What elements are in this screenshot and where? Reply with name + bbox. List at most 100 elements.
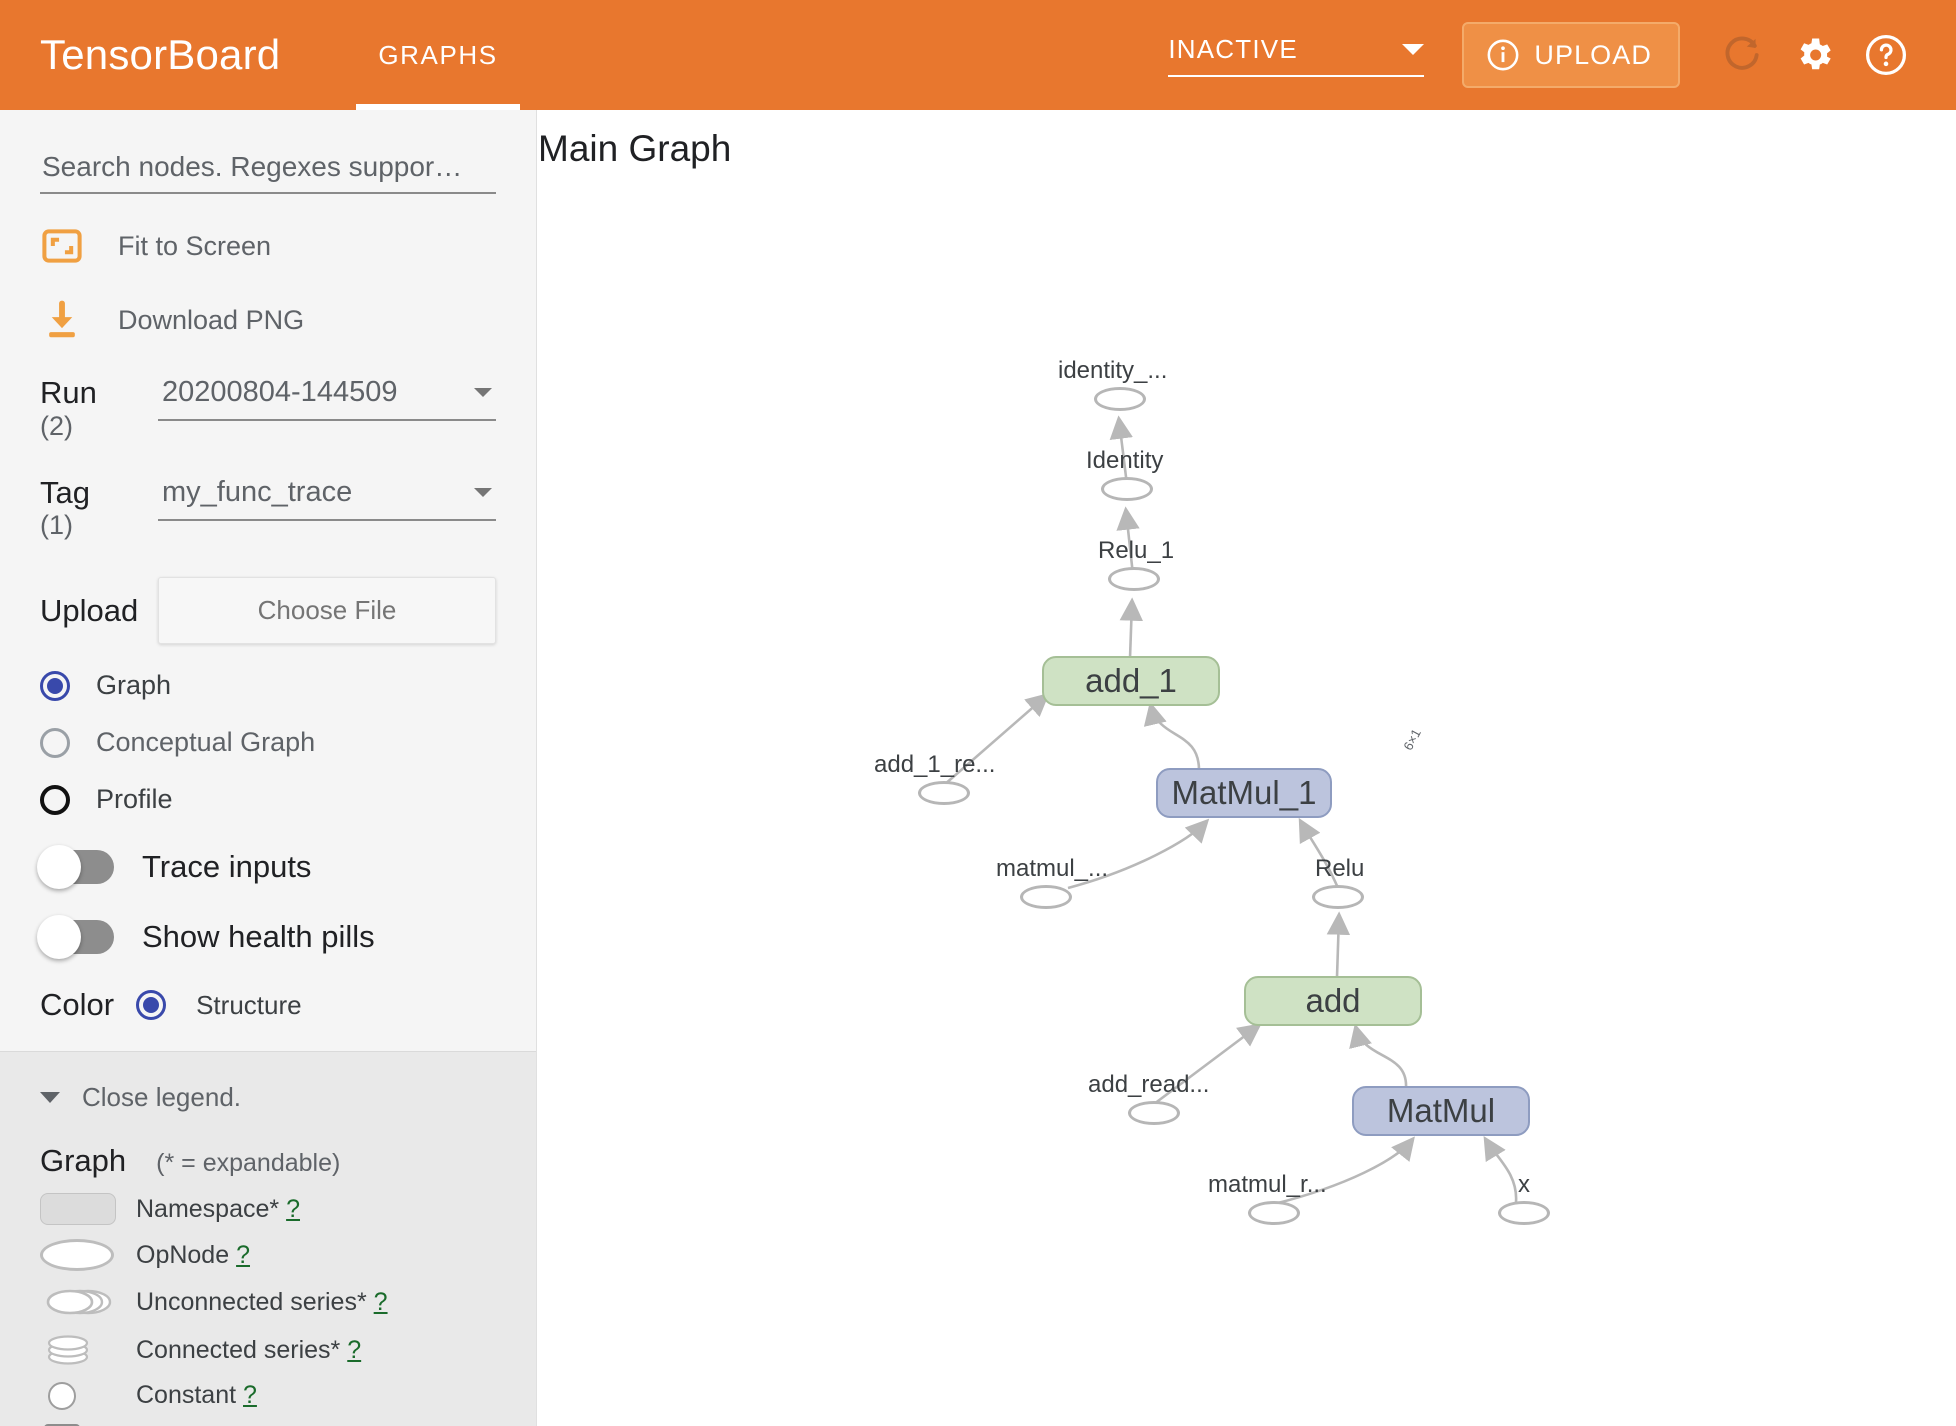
sidebar: Fit to Screen Download PNG Run (2) 20200… bbox=[0, 110, 537, 1426]
refresh-button[interactable] bbox=[1706, 19, 1778, 91]
op-label-matmul-readvariableop-1: matmul_... bbox=[996, 855, 1109, 882]
gear-icon bbox=[1792, 33, 1836, 77]
tag-selector: Tag (1) my_func_trace bbox=[40, 474, 496, 542]
legend-header: Graph (* = expandable) bbox=[40, 1143, 496, 1179]
tag-dropdown[interactable]: my_func_trace bbox=[158, 476, 496, 521]
run-selector: Run (2) 20200804-144509 bbox=[40, 375, 496, 442]
op-node-matmul-readvariableop[interactable] bbox=[1248, 1201, 1300, 1225]
help-icon bbox=[1863, 32, 1909, 78]
sidebar-controls: Fit to Screen Download PNG Run (2) 20200… bbox=[0, 150, 536, 1023]
op-label-add-1-readvariableop: add_1_re... bbox=[874, 751, 996, 778]
graph-node-matmul-1[interactable]: MatMul_1 bbox=[1156, 768, 1332, 818]
help-link[interactable]: ? bbox=[236, 1240, 250, 1269]
download-png-label: Download PNG bbox=[118, 304, 305, 335]
summary-symbol-icon bbox=[40, 1424, 136, 1426]
legend-connected-series-label: Connected series* ? bbox=[136, 1336, 361, 1365]
toggle-trace-inputs[interactable]: Trace inputs bbox=[37, 845, 496, 890]
graph-node-add[interactable]: add bbox=[1244, 976, 1422, 1026]
run-status-dropdown[interactable]: INACTIVE bbox=[1168, 33, 1425, 77]
radio-conceptual-graph-label: Conceptual Graph bbox=[96, 727, 316, 758]
op-node-matmul-readvariableop-1[interactable] bbox=[1020, 885, 1072, 909]
radio-profile[interactable]: Profile bbox=[40, 784, 496, 815]
op-label-x: x bbox=[1518, 1171, 1530, 1198]
legend-label-text: Connected series* bbox=[136, 1335, 341, 1364]
upload-button[interactable]: UPLOAD bbox=[1462, 22, 1680, 88]
fit-to-screen-icon bbox=[40, 224, 84, 268]
op-node-add-readvariableop[interactable] bbox=[1128, 1101, 1180, 1125]
help-link[interactable]: ? bbox=[373, 1287, 388, 1316]
legend-namespace-label: Namespace* ? bbox=[136, 1195, 300, 1224]
toggle-show-health-pills[interactable]: Show health pills bbox=[37, 915, 496, 960]
edge-matmulread-to-matmul bbox=[1273, 1136, 1415, 1206]
op-label-identity: Identity bbox=[1086, 447, 1164, 474]
fit-to-screen-button[interactable]: Fit to Screen bbox=[40, 224, 496, 268]
legend-title: Graph bbox=[40, 1143, 127, 1179]
edge-matmul-to-add bbox=[1349, 1023, 1408, 1089]
upload-label: Upload bbox=[40, 592, 139, 628]
upload-button-label: UPLOAD bbox=[1534, 39, 1652, 70]
op-node-add-1-readvariableop[interactable] bbox=[918, 781, 970, 805]
tab-bar: GRAPHS bbox=[356, 0, 521, 110]
download-icon bbox=[40, 298, 84, 342]
upload-section: Upload Choose File bbox=[40, 577, 496, 645]
constant-symbol-icon bbox=[40, 1381, 136, 1410]
radio-graph[interactable]: Graph bbox=[40, 670, 496, 701]
choose-file-button[interactable]: Choose File bbox=[158, 577, 496, 645]
connected-series-symbol-icon bbox=[40, 1333, 136, 1367]
edge-relu-to-matmul1 bbox=[1298, 817, 1340, 889]
graph-node-add-1[interactable]: add_1 bbox=[1042, 656, 1220, 706]
op-node-relu[interactable] bbox=[1312, 885, 1364, 909]
run-status-label: INACTIVE bbox=[1168, 33, 1298, 64]
info-icon bbox=[1486, 38, 1520, 72]
edge-add1read-to-add1 bbox=[946, 692, 1050, 785]
toggle-trace-inputs-label: Trace inputs bbox=[142, 849, 312, 885]
op-node-x[interactable] bbox=[1498, 1201, 1550, 1225]
app-title: TensorBoard bbox=[40, 31, 281, 78]
color-mode-group: Color Structure bbox=[40, 987, 496, 1023]
download-png-button[interactable]: Download PNG bbox=[40, 298, 496, 342]
op-node-relu-1[interactable] bbox=[1108, 567, 1160, 591]
radio-conceptual-graph[interactable]: Conceptual Graph bbox=[40, 727, 496, 758]
tag-value: my_func_trace bbox=[162, 475, 353, 508]
edge-add1-to-relu1 bbox=[1119, 597, 1144, 659]
toggle-show-health-pills-label: Show health pills bbox=[142, 919, 375, 955]
color-structure-label: Structure bbox=[196, 989, 302, 1020]
close-legend-label: Close legend. bbox=[82, 1082, 241, 1113]
run-label-group: Run (2) bbox=[40, 375, 158, 442]
op-label-matmul-readvariableop: matmul_r... bbox=[1208, 1171, 1327, 1198]
tag-count: (1) bbox=[40, 510, 73, 541]
graph-canvas[interactable]: Main Graph identity_... Identity Relu_1 … bbox=[538, 110, 1956, 1426]
legend-label-text: Namespace* bbox=[136, 1194, 280, 1223]
legend-opnode-label: OpNode ? bbox=[136, 1241, 250, 1270]
chevron-down-icon bbox=[474, 388, 492, 397]
edge-add-to-relu bbox=[1326, 911, 1351, 978]
graph-title: Main Graph bbox=[538, 128, 732, 169]
settings-button[interactable] bbox=[1778, 19, 1850, 91]
search-field[interactable] bbox=[40, 150, 496, 194]
chevron-down-icon bbox=[474, 487, 492, 497]
tab-graphs[interactable]: GRAPHS bbox=[356, 0, 521, 110]
refresh-icon bbox=[1720, 33, 1764, 77]
run-dropdown[interactable]: 20200804-144509 bbox=[158, 376, 496, 421]
op-node-identity[interactable] bbox=[1101, 477, 1153, 501]
namespace-symbol-icon bbox=[40, 1193, 136, 1226]
legend-panel: Close legend. Graph (* = expandable) Nam… bbox=[0, 1051, 536, 1426]
help-button[interactable] bbox=[1850, 19, 1922, 91]
radio-profile-label: Profile bbox=[96, 784, 173, 815]
legend-label-text: OpNode bbox=[136, 1240, 230, 1269]
edge-matmulread1-to-matmul1 bbox=[1067, 818, 1210, 890]
close-legend-button[interactable]: Close legend. bbox=[40, 1082, 496, 1113]
graph-edges bbox=[946, 415, 1518, 1206]
search-input[interactable] bbox=[40, 150, 496, 184]
help-link[interactable]: ? bbox=[347, 1335, 362, 1364]
legend-item-namespace: Namespace* ? bbox=[40, 1193, 496, 1226]
help-link[interactable]: ? bbox=[243, 1381, 257, 1410]
help-link[interactable]: ? bbox=[286, 1194, 300, 1223]
radio-icon[interactable] bbox=[136, 990, 167, 1021]
tag-label-group: Tag (1) bbox=[40, 474, 158, 542]
edge-matmul1-to-add1 bbox=[1143, 701, 1201, 771]
tag-label: Tag bbox=[40, 474, 90, 510]
radio-graph-label: Graph bbox=[96, 670, 172, 701]
graph-node-matmul[interactable]: MatMul bbox=[1352, 1086, 1530, 1136]
op-node-identity-out[interactable] bbox=[1094, 387, 1146, 411]
